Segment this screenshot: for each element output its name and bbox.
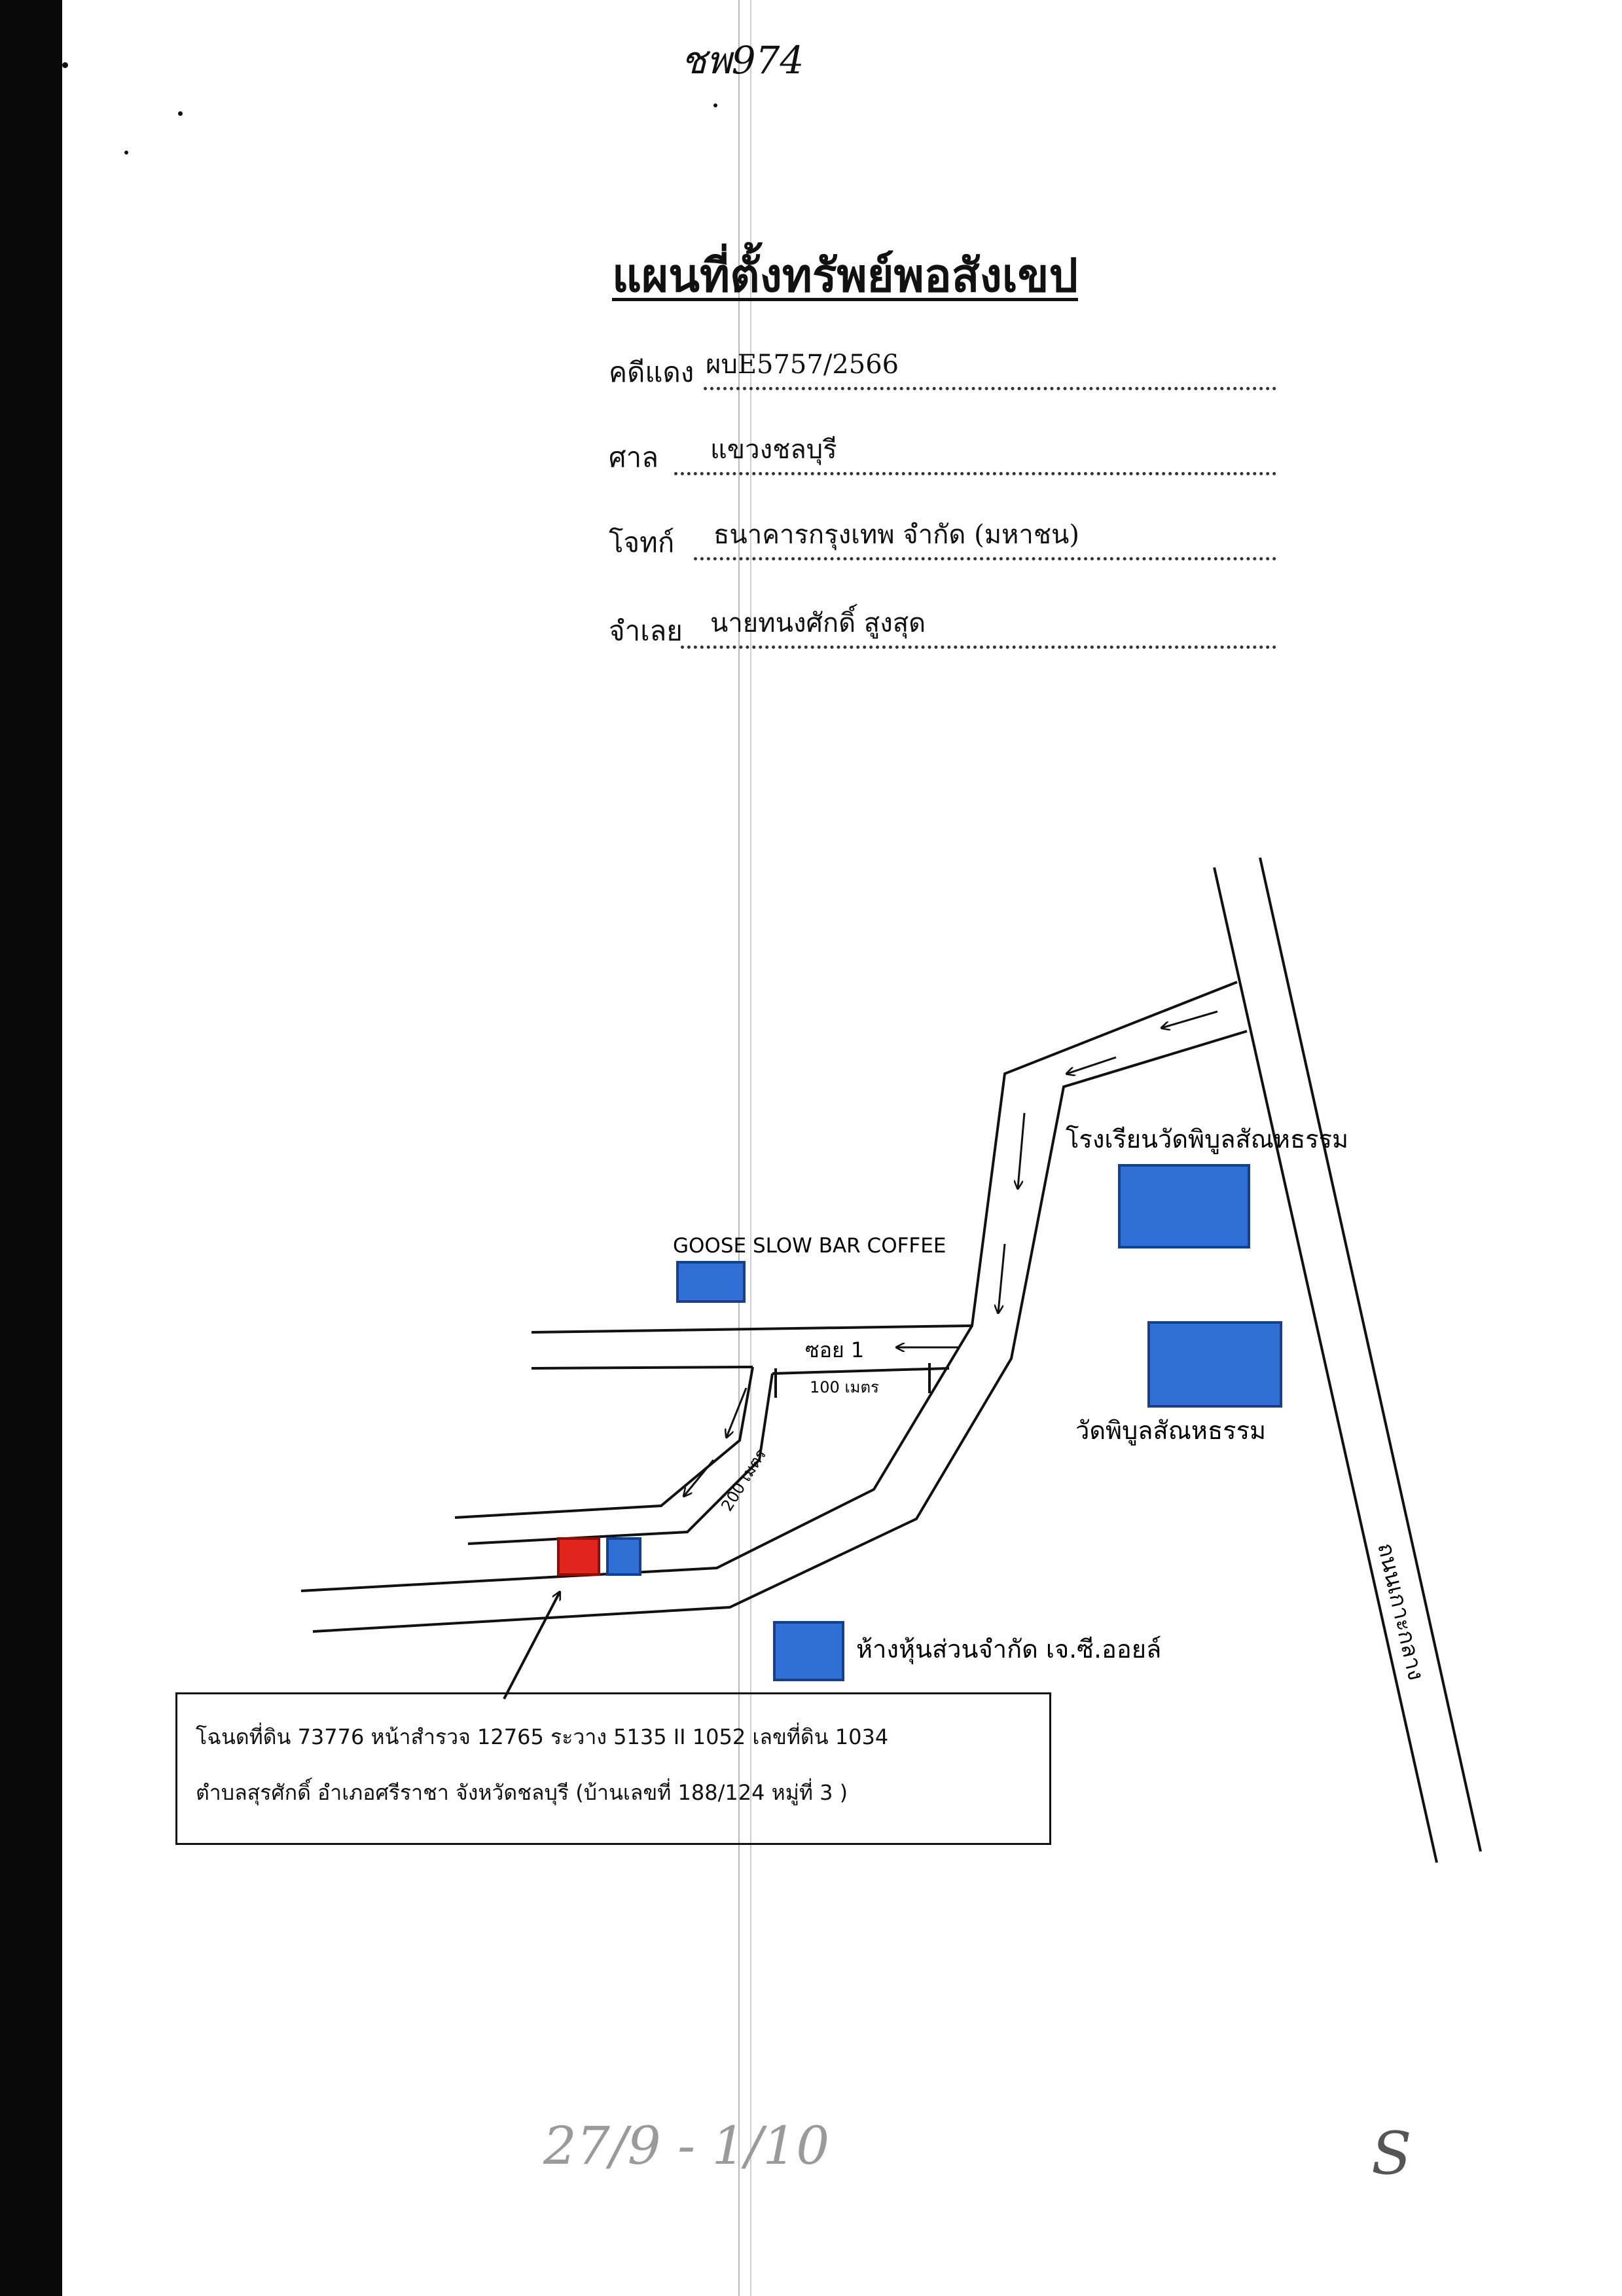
main-road-edge-left bbox=[1213, 867, 1438, 1863]
lane-edge-left bbox=[454, 1366, 754, 1519]
scan-speck bbox=[713, 103, 717, 107]
field-dots bbox=[704, 387, 1276, 390]
field-value: แขวงชลบุรี bbox=[710, 435, 837, 465]
scan-dark-edge bbox=[0, 0, 62, 2296]
label-distance-200: 200 เมตร bbox=[717, 1446, 770, 1514]
handwritten-note-top: ชพ974 bbox=[681, 38, 804, 82]
roads bbox=[300, 857, 1482, 1863]
label-company: ห้างหุ้นส่วนจำกัด เจ.ซี.ออยล์ bbox=[856, 1635, 1161, 1664]
arrow-down bbox=[684, 1459, 715, 1496]
field-label: คดีแดง bbox=[609, 356, 694, 388]
soi-1-edge-bottom-right bbox=[772, 1367, 950, 1375]
page-title: แผนที่ตั้งทรัพย์พอสังเขป bbox=[612, 248, 1078, 302]
field-value: นายทนงศักดิ์ สูงสุด bbox=[710, 608, 926, 638]
lane-edge-right bbox=[467, 1373, 774, 1545]
landmark-school-box bbox=[1118, 1164, 1250, 1248]
label-soi-1: ซอย 1 bbox=[805, 1338, 864, 1362]
property-target-box bbox=[557, 1537, 600, 1576]
scan-speck bbox=[124, 151, 128, 155]
field-plaintiff: โจทก์ ธนาคารกรุงเทพ จำกัด (มหาชน) bbox=[609, 520, 1276, 570]
neighbour-box bbox=[606, 1537, 641, 1576]
field-court: ศาล แขวงชลบุรี bbox=[609, 435, 1276, 484]
field-defendant: จำเลย นายทนงศักดิ์ สูงสุด bbox=[609, 608, 1276, 658]
field-label: โจทก์ bbox=[609, 526, 675, 558]
label-temple: วัดพิบูลสัณหธรรม bbox=[1075, 1416, 1266, 1446]
arrow-down bbox=[998, 1243, 1006, 1313]
field-value: ผบE5757/2566 bbox=[706, 350, 899, 380]
arrow-down bbox=[1018, 1112, 1026, 1188]
scan-speck bbox=[178, 111, 183, 116]
fold-line-2 bbox=[750, 0, 751, 2296]
branch-road-edge-lower bbox=[312, 1030, 1248, 1633]
landmark-temple-box bbox=[1147, 1321, 1282, 1408]
field-label: ศาล bbox=[609, 441, 658, 473]
label-distance-100: 100 เมตร bbox=[810, 1378, 879, 1396]
branch-road-edge-upper bbox=[300, 981, 1238, 1592]
land-title-info-box: โฉนดที่ดิน 73776 หน้าสำรวจ 12765 ระวาง 5… bbox=[175, 1692, 1051, 1845]
label-cafe: GOOSE SLOW BAR COFFEE bbox=[673, 1234, 946, 1258]
scan-speck bbox=[62, 62, 68, 68]
main-road-edge-right bbox=[1259, 857, 1482, 1852]
arrow-left bbox=[1067, 1056, 1117, 1074]
handwritten-date-note: 27/9 - 1/10 bbox=[543, 2115, 829, 2176]
direction-arrows bbox=[503, 1010, 1218, 1700]
landmark-company-box bbox=[773, 1621, 844, 1681]
arrow-down bbox=[727, 1387, 748, 1437]
pointer-arrow bbox=[503, 1592, 560, 1700]
field-value: ธนาคารกรุงเทพ จำกัด (มหาชน) bbox=[713, 520, 1079, 550]
info-line-title-deed: โฉนดที่ดิน 73776 หน้าสำรวจ 12765 ระวาง 5… bbox=[196, 1724, 889, 1749]
handwritten-initial: S bbox=[1371, 2119, 1412, 2188]
arrow-left bbox=[1162, 1010, 1218, 1028]
info-line-location: ตำบลสุรศักดิ์ อำเภอศรีราชา จังหวัดชลบุรี… bbox=[196, 1780, 848, 1805]
field-case-number: คดีแดง ผบE5757/2566 bbox=[609, 350, 1276, 399]
field-label: จำเลย bbox=[609, 615, 683, 647]
landmark-cafe-box bbox=[676, 1261, 746, 1303]
label-school: โรงเรียนวัดพิบูลสัณหธรรม bbox=[1066, 1125, 1348, 1154]
soi-1-edge-bottom-left bbox=[531, 1366, 753, 1370]
soi-1-edge-top bbox=[531, 1324, 973, 1334]
field-dots bbox=[674, 472, 1276, 475]
fold-line bbox=[738, 0, 740, 2296]
field-dots bbox=[681, 646, 1276, 649]
field-dots bbox=[694, 557, 1276, 560]
